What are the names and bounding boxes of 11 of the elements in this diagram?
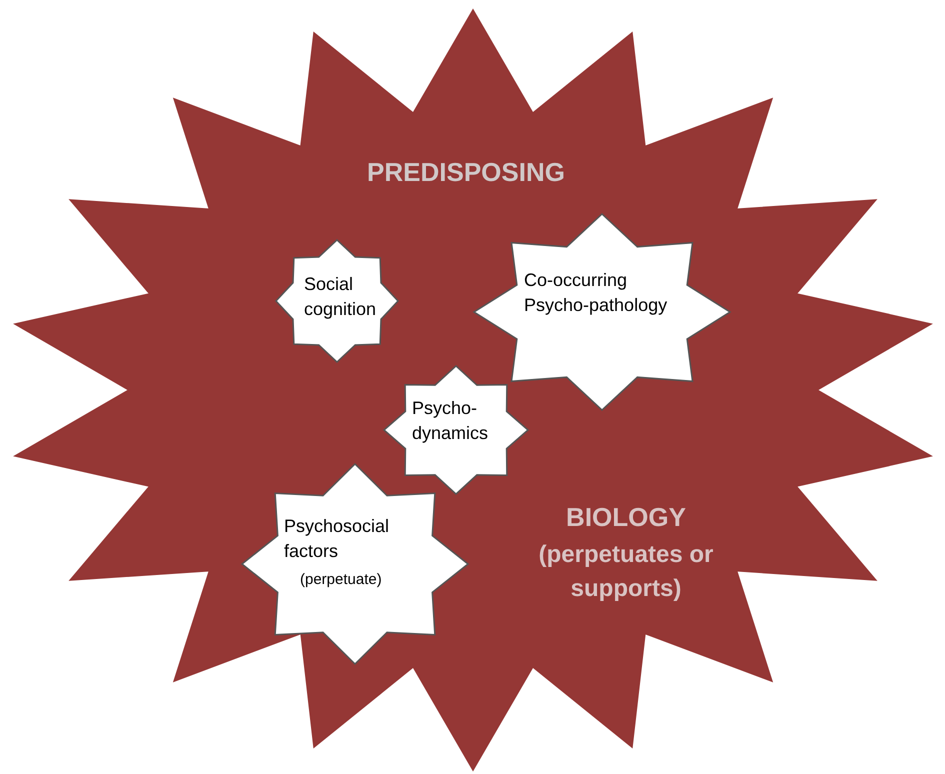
- small-star-shape: [274, 238, 400, 364]
- region-label: PREDISPOSING: [366, 156, 566, 189]
- region-label: BIOLOGY: [565, 501, 687, 534]
- star-label: Psychosocial factors: [284, 515, 390, 564]
- small-star-shape: [240, 462, 470, 666]
- star-label: (perpetuate): [300, 570, 383, 590]
- star-label: Co-occurring Psycho-pathology: [524, 269, 668, 318]
- small-star-shape: [382, 364, 530, 496]
- star-label: Social cognition: [304, 273, 378, 322]
- region-label: (perpetuates or supports): [538, 540, 714, 604]
- star-label: Psycho-dynamics: [412, 397, 490, 446]
